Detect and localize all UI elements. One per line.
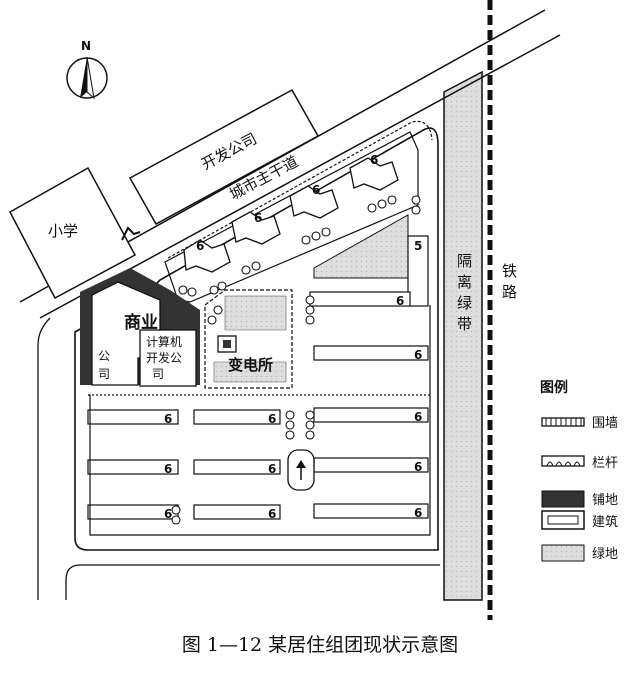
- legend: 图例 围墙 栏杆 铺地 建筑 绿地: [540, 379, 618, 562]
- label-computer-co-1: 计算机: [146, 334, 182, 349]
- svg-text:围墙: 围墙: [592, 416, 618, 431]
- svg-text:6: 6: [414, 506, 422, 520]
- legend-title: 图例: [540, 379, 568, 396]
- svg-text:6: 6: [414, 460, 422, 474]
- label-commerce: 商业: [124, 312, 158, 333]
- school-building: [8, 166, 137, 300]
- legend-item-wall: 围墙: [541, 416, 618, 431]
- legend-item-green: 绿地: [541, 544, 618, 562]
- label-computer-co-3: 司: [152, 367, 164, 381]
- svg-text:建筑: 建筑: [592, 514, 618, 530]
- site-boundary: [74, 127, 439, 551]
- north-arrow: [66, 56, 108, 100]
- svg-text:6: 6: [164, 507, 172, 521]
- legend-item-building: 建筑: [541, 510, 618, 530]
- central-lane: [287, 449, 315, 491]
- svg-text:铺地: 铺地: [592, 493, 618, 508]
- svg-text:6: 6: [196, 239, 204, 253]
- svg-text:6: 6: [312, 183, 320, 197]
- point-block-buildings: [183, 157, 399, 273]
- svg-text:6: 6: [164, 412, 172, 426]
- label-computer-co-2: 开发公: [146, 350, 182, 365]
- svg-text:6: 6: [414, 410, 422, 424]
- figure-caption: 图 1—12 某居住组团现状示意图: [181, 634, 459, 656]
- boundary-wall: [88, 305, 431, 536]
- green-area-north: [313, 214, 409, 279]
- svg-text:6: 6: [164, 462, 172, 476]
- svg-text:6: 6: [254, 211, 262, 225]
- label-company: 公: [98, 349, 110, 363]
- legend-item-paving: 铺地: [541, 490, 618, 508]
- svg-text:绿地: 绿地: [592, 547, 618, 562]
- svg-text:带: 带: [457, 315, 472, 333]
- isolation-green-belt: [443, 70, 483, 601]
- svg-text:6: 6: [268, 412, 276, 426]
- label-substation: 变电所: [228, 356, 273, 374]
- building-5-ne: [407, 235, 429, 307]
- north-label: N: [81, 39, 91, 53]
- tree-circles: [171, 195, 421, 525]
- svg-text:绿: 绿: [457, 294, 472, 312]
- svg-text:栏杆: 栏杆: [592, 456, 618, 471]
- building-numbers: 6 6 6 6 5 6 6 6 6 6 6 6 6 6 6 6: [164, 153, 422, 521]
- svg-text:路: 路: [502, 283, 517, 301]
- svg-text:6: 6: [396, 294, 404, 308]
- label-railway: 铁 路: [502, 262, 517, 301]
- computer-company-building: [139, 329, 197, 387]
- svg-text:5: 5: [414, 239, 422, 253]
- row-buildings: [87, 291, 429, 520]
- svg-text:铁: 铁: [502, 262, 517, 280]
- svg-text:6: 6: [370, 153, 378, 167]
- legend-item-railing: 栏杆: [541, 455, 618, 471]
- svg-text:6: 6: [268, 507, 276, 521]
- label-company-2: 司: [98, 367, 110, 381]
- gate-mark: [121, 226, 141, 241]
- label-green-belt: 隔 离 绿 带: [457, 252, 472, 333]
- railing-north: [167, 120, 433, 259]
- label-school: 小学: [48, 222, 78, 240]
- substation-compound: [204, 289, 293, 389]
- svg-text:离: 离: [457, 273, 472, 291]
- svg-text:隔: 隔: [457, 252, 472, 270]
- svg-text:6: 6: [414, 348, 422, 362]
- dev-company-building: [128, 88, 320, 226]
- outer-road-edges: [37, 317, 440, 600]
- svg-text:6: 6: [268, 462, 276, 476]
